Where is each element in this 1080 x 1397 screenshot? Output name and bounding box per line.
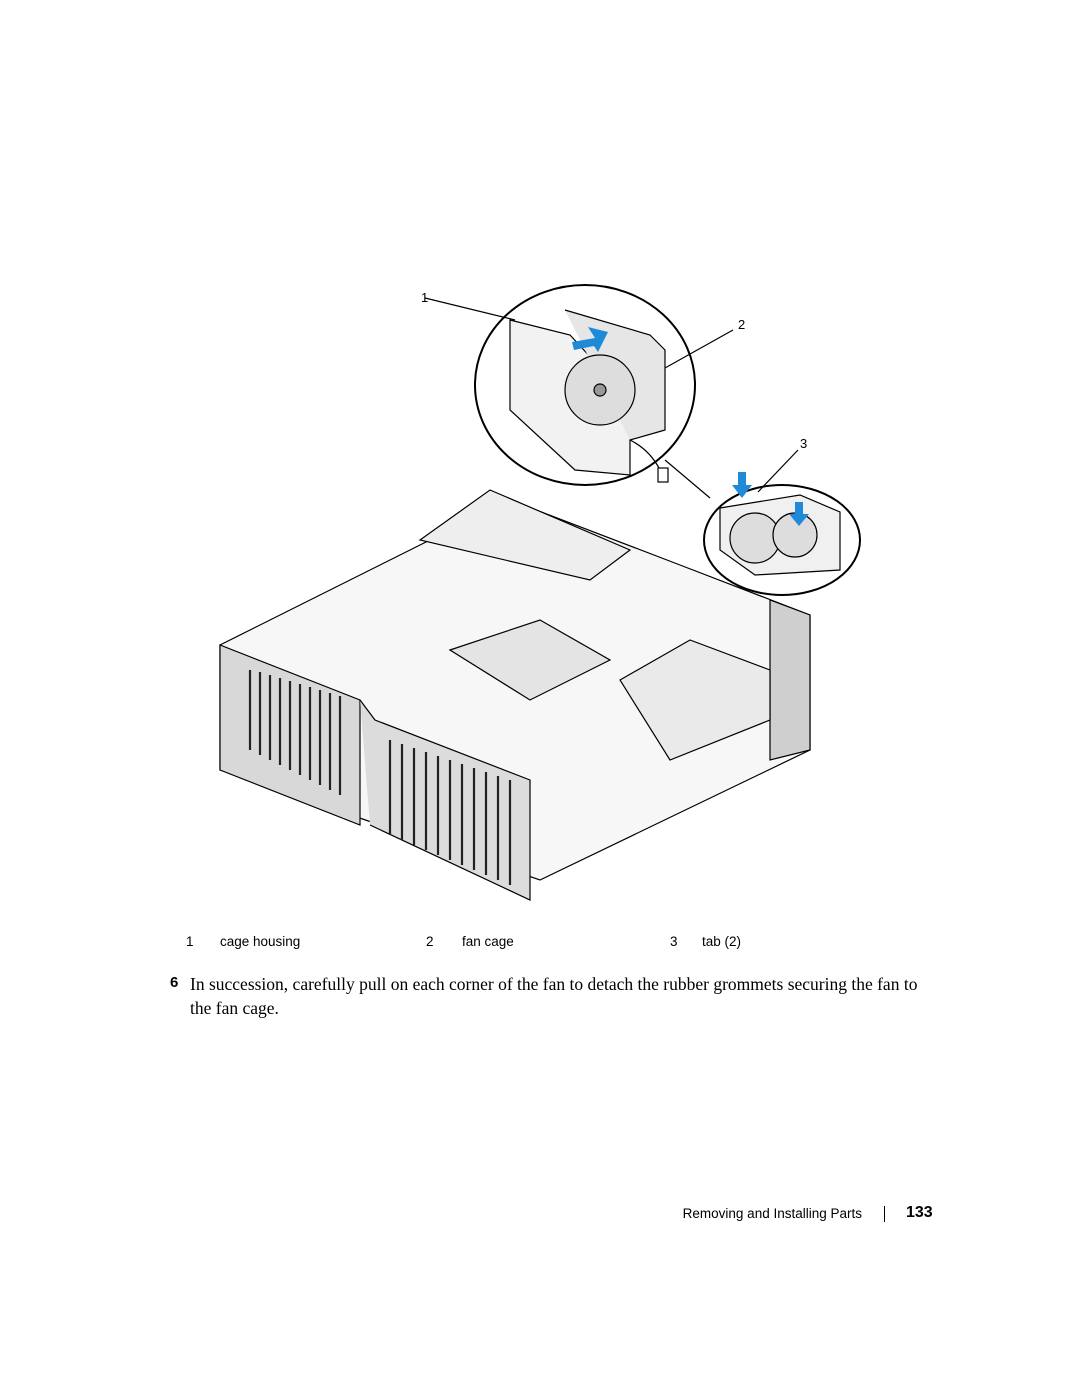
footer-divider [884, 1206, 885, 1222]
callout-2: 2 [738, 317, 746, 332]
page-number: 133 [906, 1204, 933, 1221]
legend-number: 1 [186, 934, 194, 949]
legend-label-cage-housing: cage housing [220, 934, 301, 949]
legend-label-fan-cage: fan cage [462, 934, 514, 949]
callout-1: 1 [421, 290, 429, 305]
callout-3: 3 [800, 436, 808, 451]
legend-label-tab: tab (2) [702, 934, 742, 949]
step-text: In succession, carefully pull on each co… [190, 974, 918, 1018]
step-number: 6 [170, 974, 179, 991]
fan-cage-illustration [219, 284, 861, 901]
page-footer: Removing and Installing Parts 133 [0, 1204, 1080, 1228]
legend-number: 2 [426, 934, 434, 949]
footer-section-title: Removing and Installing Parts [682, 1206, 862, 1221]
legend-number: 3 [670, 934, 678, 949]
